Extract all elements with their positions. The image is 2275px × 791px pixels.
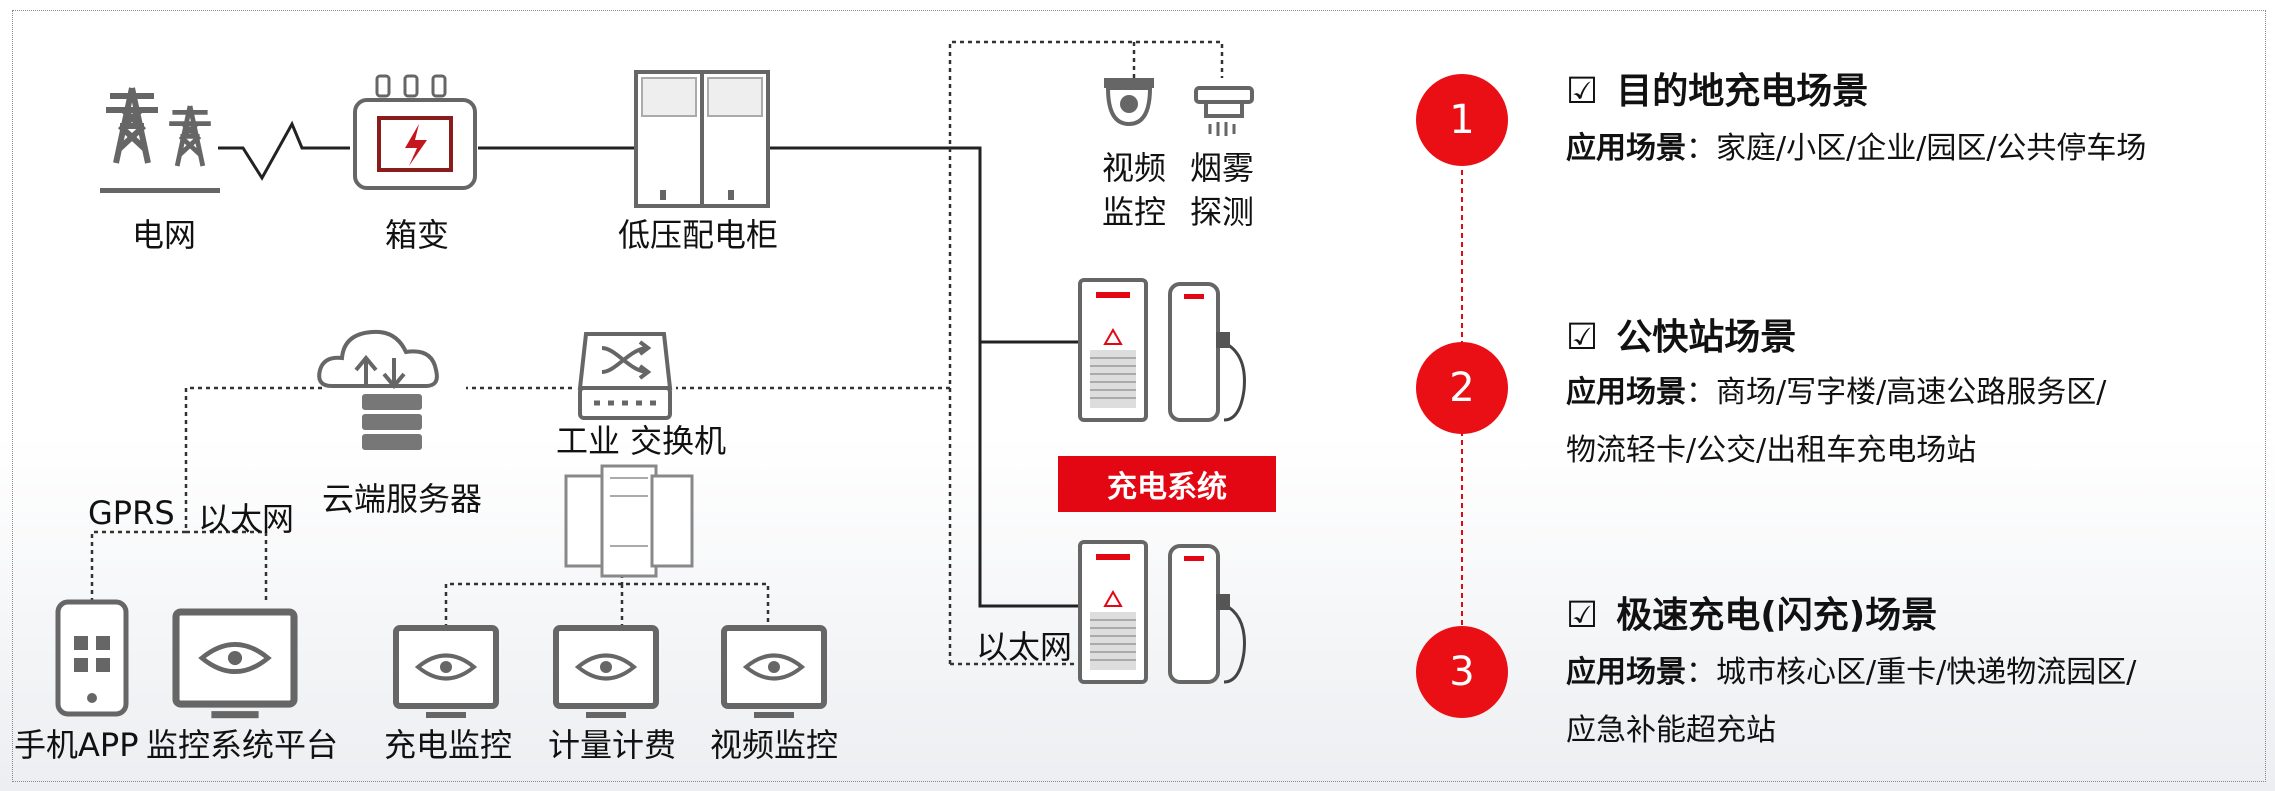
mobile-app-label: 手机APP: [14, 726, 139, 764]
monitor-platform-label: 监控系统平台: [146, 726, 339, 764]
power-tower-icon: [169, 106, 211, 166]
smartphone-icon: [55, 599, 129, 717]
grid-label: 电网: [132, 216, 197, 254]
smoke-detector-icon: [1194, 86, 1254, 136]
ethernet-bottom-label: 以太网: [976, 628, 1073, 666]
scenario-title-1: ☑ 目的地充电场景: [1566, 62, 1868, 114]
cloud-server-label: 云端服务器: [322, 480, 483, 518]
scenario-body-3: 应用场景：城市核心区/重卡/快递物流园区/应急补能超充站: [1566, 644, 2156, 760]
video-monitor-top-label: 视频 监控: [1102, 149, 1167, 231]
camera-icon: [1104, 78, 1154, 127]
scenario-title-text: 极速充电(闪充)场景: [1616, 595, 1938, 636]
scenario-body-1: 应用场景：家庭/小区/企业/园区/公共停车场: [1566, 120, 2246, 178]
charger-group-bottom: [1078, 540, 1247, 684]
power-tower-icon: [106, 88, 158, 163]
metering-monitor-icon: [556, 628, 656, 718]
scenario-body-2: 应用场景：商场/写字楼/高速公路服务区/物流轻卡/公交/出租车充电场站: [1566, 364, 2126, 480]
scenario-number-3: 3: [1416, 626, 1508, 718]
charging-monitor-label: 充电监控: [384, 726, 513, 764]
charger-group-top: [1078, 278, 1247, 422]
scenario-label: 应用场景: [1566, 655, 1686, 690]
network-switch-icon: [577, 332, 673, 420]
ground-line: [100, 188, 220, 193]
cloud-server-icon: [317, 329, 439, 450]
scenario-title-text: 公快站场景: [1616, 317, 1797, 358]
scenario-title-3: ☑ 极速充电(闪充)场景: [1566, 586, 1937, 638]
monitor-platform-icon: [176, 612, 294, 718]
transformer-label: 箱变: [385, 216, 450, 254]
scenario-text: ：家庭/小区/企业/园区/公共停车场: [1686, 131, 2147, 166]
ethernet-left-label: 以太网: [198, 500, 295, 538]
checkbox-icon: ☑: [1566, 595, 1599, 636]
scenario-text: ：商场/写字楼/高速公路服务区/物流轻卡/公交/出租车充电场站: [1566, 375, 2107, 468]
data-lines: [90, 40, 1224, 666]
switchgear-cabinet-icon: [634, 70, 770, 208]
cabinet-label: 低压配电柜: [618, 216, 779, 254]
video-monitor-icon: [724, 628, 824, 718]
metering-billing-label: 计量计费: [548, 726, 677, 764]
gprs-label: GPRS: [88, 494, 175, 532]
scenario-number-1: 1: [1416, 74, 1508, 166]
checkbox-icon: ☑: [1566, 317, 1599, 358]
controller-rack-icon: [564, 464, 694, 578]
scenario-title-2: ☑ 公快站场景: [1566, 308, 1796, 360]
scenario-label: 应用场景: [1566, 375, 1686, 410]
smoke-detect-label: 烟雾 探测: [1190, 149, 1255, 231]
scenario-title-text: 目的地充电场景: [1616, 71, 1869, 112]
figure-frame: [12, 10, 2266, 782]
transformer-icon: [353, 74, 477, 190]
charging-monitor-icon: [396, 628, 496, 718]
checkbox-icon: ☑: [1566, 71, 1599, 112]
charging-system-badge: 充电系统: [1058, 456, 1276, 512]
scenario-label: 应用场景: [1566, 131, 1686, 166]
scenario-text: ：城市核心区/重卡/快递物流园区/应急补能超充站: [1566, 655, 2137, 748]
scenario-number-2: 2: [1416, 342, 1508, 434]
power-lines: [218, 120, 1078, 608]
video-monitor-label: 视频监控: [710, 726, 839, 764]
switch-label: 工业 交换机: [556, 422, 727, 460]
